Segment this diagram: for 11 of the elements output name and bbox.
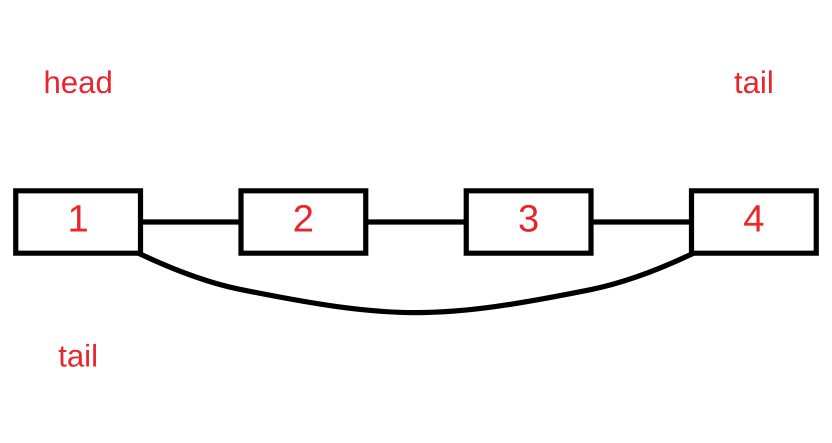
- label: tail: [58, 338, 98, 374]
- node-box: 2: [238, 188, 368, 256]
- node-box: 3: [464, 188, 594, 256]
- connector: [137, 250, 695, 315]
- connector: [366, 218, 466, 224]
- connector: [592, 218, 692, 224]
- node-box: 4: [688, 188, 819, 256]
- label: tail: [734, 64, 774, 100]
- node-box: 1: [13, 188, 144, 256]
- connector: [141, 218, 241, 224]
- label: head: [43, 64, 113, 100]
